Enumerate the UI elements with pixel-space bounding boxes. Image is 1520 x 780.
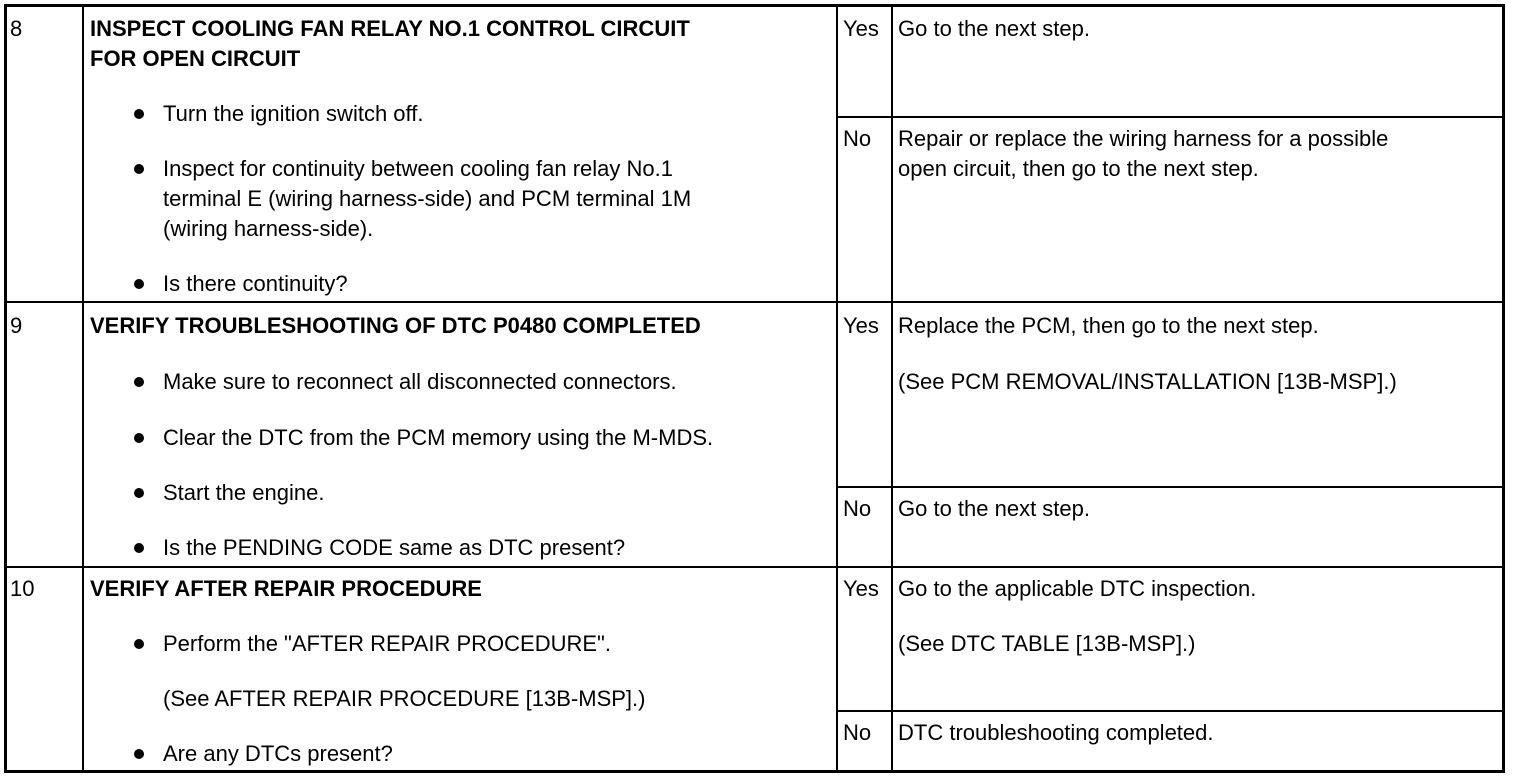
instruction-text: Are any DTCs present?	[163, 741, 393, 766]
instruction-text: Make sure to reconnect all disconnected …	[163, 369, 677, 394]
bullet-icon	[134, 433, 144, 443]
yes-action-text: Go to the next step.	[898, 16, 1091, 41]
yes-action-text: Go to the applicable DTC inspection.	[898, 576, 1257, 601]
row-divider-8-9	[6, 301, 1504, 303]
no-label: No	[843, 126, 872, 151]
bullet-icon	[134, 164, 144, 174]
no-label: No	[843, 496, 872, 521]
no-action-text: Go to the next step.	[898, 496, 1091, 521]
bullet-icon	[134, 279, 144, 289]
subrow-divider-8	[837, 116, 1504, 118]
no-action-text: open circuit, then go to the next step.	[898, 156, 1259, 181]
subrow-divider-9	[837, 486, 1504, 488]
column-divider-step	[82, 6, 84, 772]
step-title: VERIFY TROUBLESHOOTING OF DTC P0480 COMP…	[90, 313, 701, 338]
instruction-text: Turn the ignition switch off.	[163, 101, 424, 126]
yes-action-reference: (See PCM REMOVAL/INSTALLATION [13B-MSP].…	[898, 369, 1397, 394]
instruction-text: Clear the DTC from the PCM memory using …	[163, 425, 714, 450]
no-label: No	[843, 720, 872, 745]
instruction-text: (wiring harness-side).	[163, 216, 374, 241]
yes-label: Yes	[843, 576, 879, 601]
step-number: 9	[10, 313, 23, 338]
bullet-icon	[134, 377, 144, 387]
column-divider-result	[891, 6, 893, 772]
yes-label: Yes	[843, 313, 879, 338]
row-divider-9-10	[6, 566, 1504, 568]
step-title: INSPECT COOLING FAN RELAY NO.1 CONTROL C…	[90, 16, 690, 41]
step-title: VERIFY AFTER REPAIR PROCEDURE	[90, 576, 482, 601]
yes-action-reference: (See DTC TABLE [13B-MSP].)	[898, 631, 1196, 656]
step-number: 8	[10, 16, 23, 41]
instruction-text: Inspect for continuity between cooling f…	[163, 156, 673, 181]
column-divider-action	[836, 6, 838, 772]
instruction-text: Is there continuity?	[163, 271, 348, 296]
bullet-icon	[134, 488, 144, 498]
bullet-icon	[134, 109, 144, 119]
no-action-text: DTC troubleshooting completed.	[898, 720, 1214, 745]
bullet-icon	[134, 749, 144, 759]
bullet-icon	[134, 639, 144, 649]
yes-label: Yes	[843, 16, 879, 41]
subrow-divider-10	[837, 710, 1504, 712]
step-number: 10	[10, 576, 35, 601]
yes-action-text: Replace the PCM, then go to the next ste…	[898, 313, 1319, 338]
instruction-text: Is the PENDING CODE same as DTC present?	[163, 535, 626, 560]
instruction-text: terminal E (wiring harness-side) and PCM…	[163, 186, 692, 211]
troubleshooting-table	[4, 4, 1505, 773]
instruction-reference: (See AFTER REPAIR PROCEDURE [13B-MSP].)	[163, 686, 646, 711]
instruction-text: Start the engine.	[163, 480, 325, 505]
step-title-continued: FOR OPEN CIRCUIT	[90, 46, 301, 71]
no-action-text: Repair or replace the wiring harness for…	[898, 126, 1389, 151]
instruction-text: Perform the "AFTER REPAIR PROCEDURE".	[163, 631, 611, 656]
bullet-icon	[134, 543, 144, 553]
